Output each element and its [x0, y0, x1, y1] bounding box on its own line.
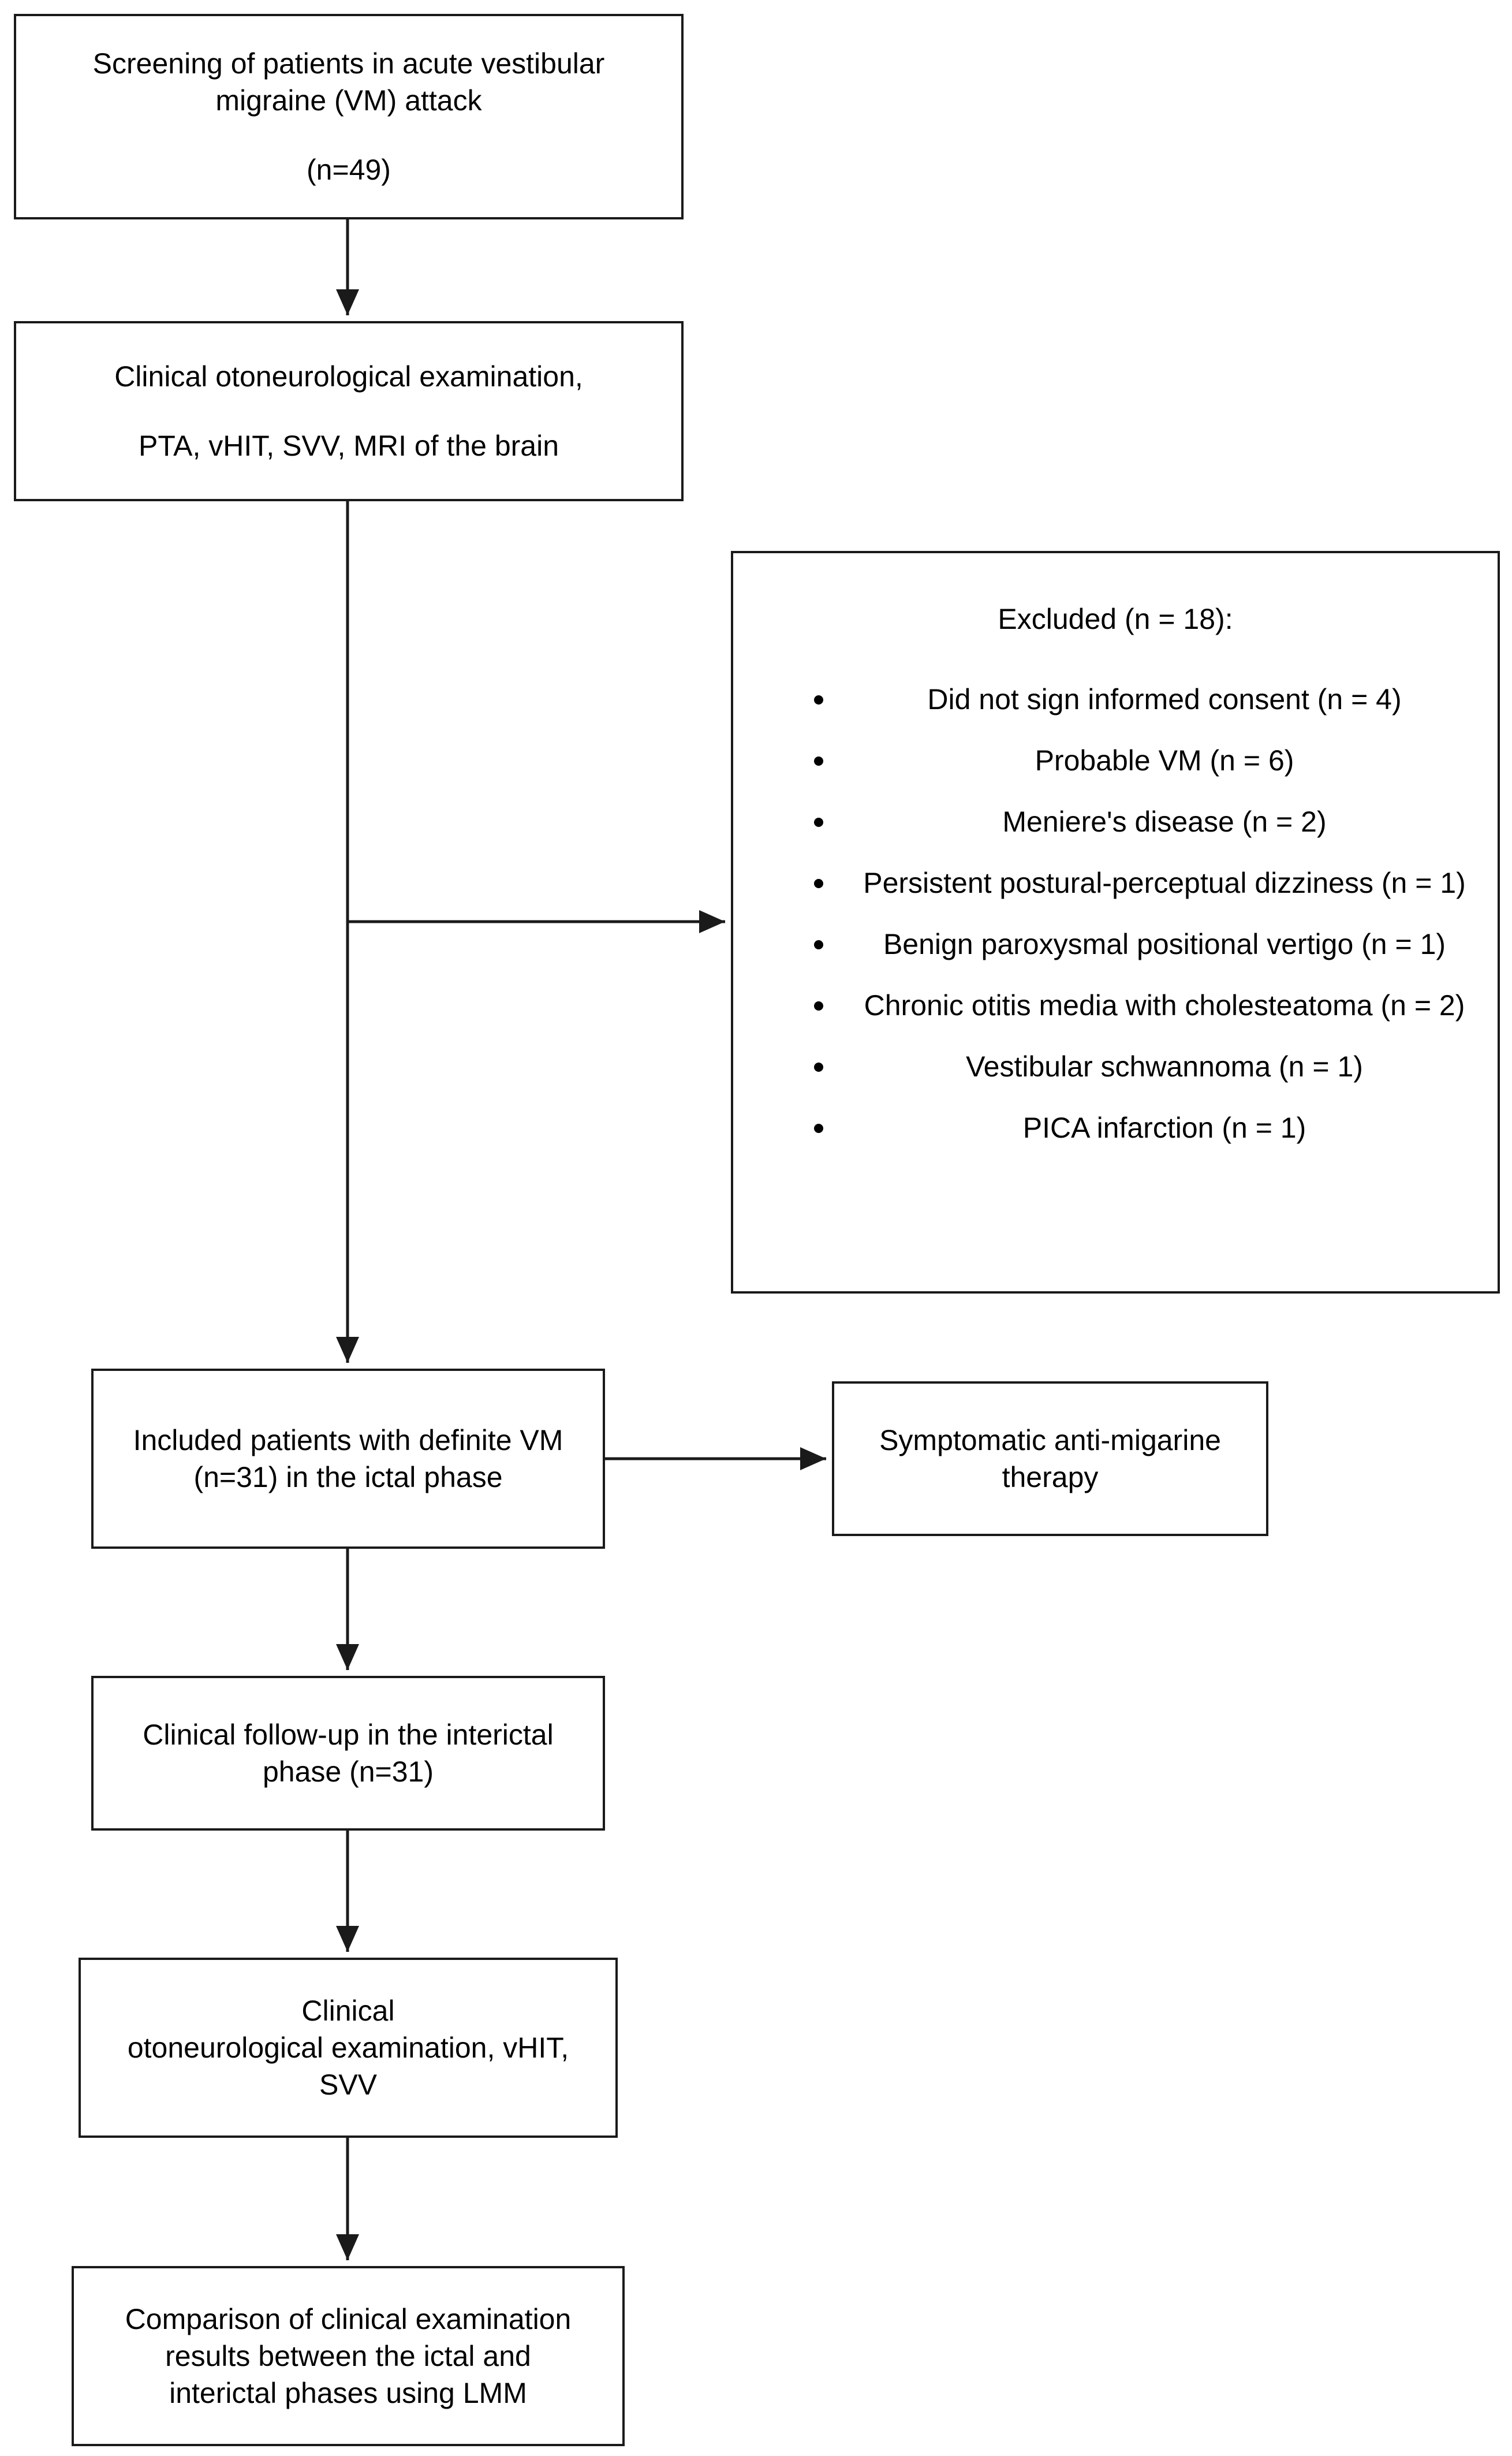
excluded-item: Did not sign informed consent (n = 4) — [733, 669, 1498, 730]
exam2-line: SVV — [319, 2069, 378, 2101]
excluded-item: PICA infarction (n = 1) — [733, 1097, 1498, 1158]
therapy-box: Symptomatic anti-migarine therapy — [832, 1381, 1268, 1536]
excluded-item: Probable VM (n = 6) — [733, 730, 1498, 791]
excluded-box: Excluded (n = 18): Did not sign informed… — [731, 551, 1500, 1294]
exam2-line: otoneurological examination, vHIT, — [127, 2032, 569, 2064]
followup-line: phase (n=31) — [262, 1756, 434, 1788]
followup-box: Clinical follow-up in the interictal pha… — [91, 1676, 605, 1831]
included-line: Included patients with definite VM — [133, 1424, 563, 1456]
excluded-item: Meniere's disease (n = 2) — [733, 791, 1498, 852]
screening-count: (n=49) — [307, 154, 391, 186]
exam-line: PTA, vHIT, SVV, MRI of the brain — [138, 430, 559, 462]
bullet-icon — [814, 879, 823, 888]
screening-line: migraine (VM) attack — [215, 84, 482, 117]
bullet-icon — [814, 756, 823, 766]
excluded-item-text: Meniere's disease (n = 2) — [1002, 806, 1327, 838]
excluded-item-text: Benign paroxysmal positional vertigo (n … — [883, 928, 1446, 960]
excluded-item: Benign paroxysmal positional vertigo (n … — [733, 914, 1498, 975]
bullet-icon — [814, 818, 823, 827]
excluded-item-text: Did not sign informed consent (n = 4) — [927, 683, 1402, 715]
excluded-item: Chronic otitis media with cholesteatoma … — [733, 975, 1498, 1036]
screening-line: Screening of patients in acute vestibula… — [92, 47, 605, 80]
excluded-item-text: Persistent postural-perceptual dizziness… — [863, 867, 1466, 899]
followup-line: Clinical follow-up in the interictal — [143, 1719, 554, 1751]
bullet-icon — [814, 1063, 823, 1072]
excluded-list: Did not sign informed consent (n = 4) Pr… — [733, 669, 1498, 1158]
bullet-icon — [814, 1001, 823, 1011]
bullet-icon — [814, 940, 823, 949]
therapy-line: Symptomatic anti-migarine — [879, 1424, 1221, 1456]
included-line: (n=31) in the ictal phase — [193, 1461, 503, 1493]
excluded-item: Vestibular schwannoma (n = 1) — [733, 1036, 1498, 1097]
exam2-line: Clinical — [301, 1995, 395, 2027]
compare-line: interictal phases using LMM — [169, 2377, 527, 2409]
excluded-item-text: PICA infarction (n = 1) — [1022, 1112, 1306, 1144]
excluded-item-text: Probable VM (n = 6) — [1035, 744, 1294, 777]
included-box: Included patients with definite VM (n=31… — [91, 1369, 605, 1549]
initial-examination-box: Clinical otoneurological examination, PT… — [14, 321, 684, 501]
screening-box: Screening of patients in acute vestibula… — [14, 14, 684, 219]
excluded-item: Persistent postural-perceptual dizziness… — [733, 852, 1498, 914]
excluded-item-text: Vestibular schwannoma (n = 1) — [966, 1050, 1363, 1083]
comparison-box: Comparison of clinical examination resul… — [72, 2266, 625, 2446]
compare-line: results between the ictal and — [165, 2340, 531, 2372]
excluded-title: Excluded (n = 18): — [998, 603, 1233, 635]
followup-examination-box: Clinical otoneurological examination, vH… — [79, 1958, 618, 2138]
bullet-icon — [814, 695, 823, 705]
bullet-icon — [814, 1124, 823, 1133]
therapy-line: therapy — [1002, 1461, 1099, 1493]
compare-line: Comparison of clinical examination — [125, 2303, 572, 2335]
exam-line: Clinical otoneurological examination, — [114, 360, 583, 393]
excluded-item-text: Chronic otitis media with cholesteatoma … — [864, 989, 1465, 1022]
